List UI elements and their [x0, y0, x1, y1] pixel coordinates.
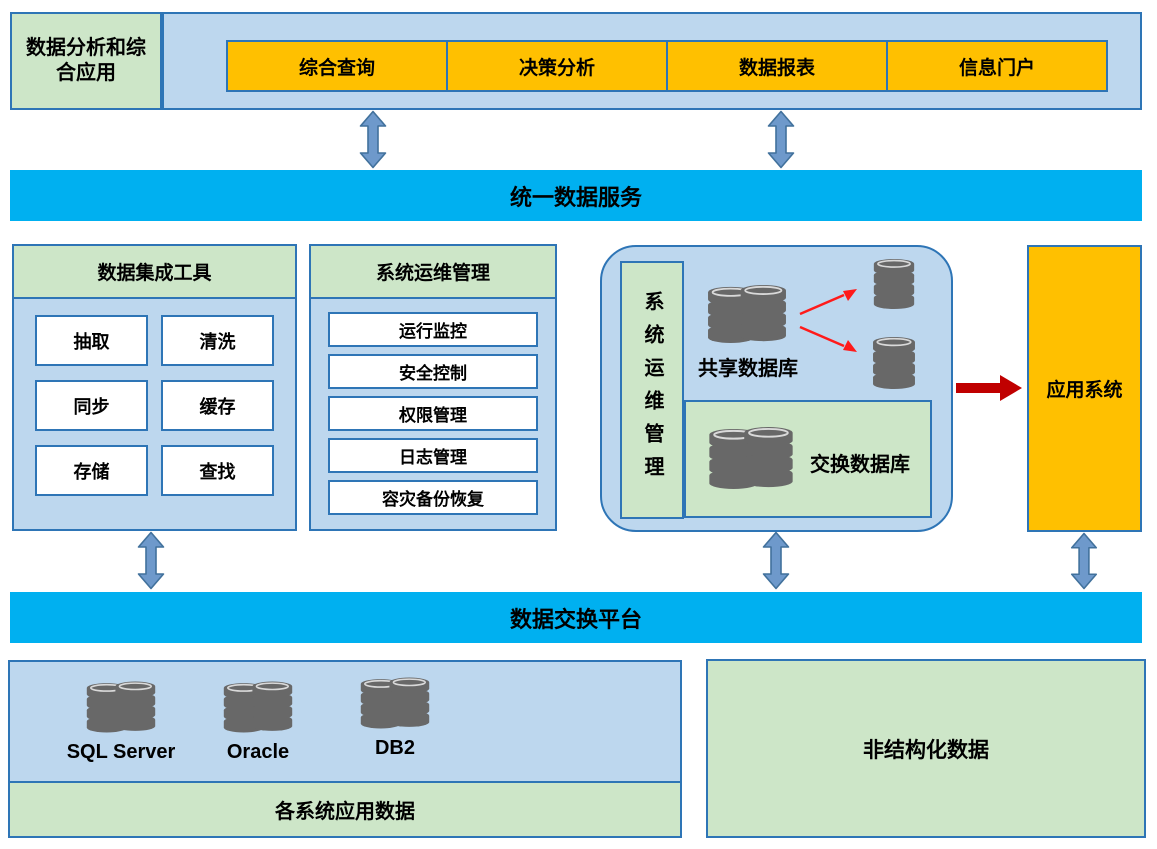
tool-item: 同步: [35, 380, 148, 431]
ops-item: 运行监控: [328, 312, 538, 347]
app-button-row: 综合查询 决策分析 数据报表 信息门户: [226, 40, 1108, 92]
analysis-title-label: 数据分析和综合应用: [26, 37, 146, 84]
source-db-group: SQL Server: [63, 678, 179, 764]
tool-item: 清洗: [161, 315, 274, 366]
exchange-database-label: 交换数据库: [810, 454, 910, 476]
ops-management-list: 运行监控 安全控制 权限管理 日志管理 容灾备份恢复: [311, 299, 555, 528]
tool-item: 抽取: [35, 315, 148, 366]
data-hub-side-bar: 系统运维管理: [620, 261, 684, 519]
unstructured-data-box: 非结构化数据: [706, 659, 1146, 838]
data-hub-side-label: 系统运维管理: [641, 291, 663, 489]
integration-tools-header: 数据集成工具: [14, 246, 295, 299]
oracle-database-icon: [223, 678, 293, 736]
analysis-apps-panel: 综合查询 决策分析 数据报表 信息门户: [162, 12, 1142, 110]
ops-item: 权限管理: [328, 396, 538, 431]
data-hub-panel: 系统运维管理 共享数据库 交换数据库: [600, 245, 953, 532]
ops-management-header: 系统运维管理: [311, 246, 555, 299]
shared-database-label: 共享数据库: [698, 358, 798, 380]
tool-item: 存储: [35, 445, 148, 496]
source-db-label: Oracle: [226, 741, 290, 763]
app-button-portal: 信息门户: [886, 40, 1108, 92]
sqlserver-database-icon: [86, 678, 156, 736]
data-exchange-platform-bar: 数据交换平台: [10, 592, 1142, 643]
tool-item: 查找: [161, 445, 274, 496]
right-arrow-icon: [956, 375, 1022, 401]
ops-item: 容灾备份恢复: [328, 480, 538, 515]
exchange-database-box: 交换数据库: [684, 400, 932, 518]
integration-tools-grid: 抽取 清洗 同步 缓存 存储 查找: [14, 299, 295, 512]
source-db-label: SQL Server: [66, 741, 176, 763]
tool-item: 缓存: [161, 380, 274, 431]
ops-management-panel: 系统运维管理 运行监控 安全控制 权限管理 日志管理 容灾备份恢复: [309, 244, 557, 531]
ops-item: 安全控制: [328, 354, 538, 389]
target-database-icon: [872, 337, 916, 389]
up-down-arrow-icon: [767, 110, 795, 169]
app-system-label: 应用系统: [1046, 380, 1123, 401]
app-button-decision: 决策分析: [446, 40, 668, 92]
shared-database-icon: [703, 285, 791, 343]
app-system-box: 应用系统: [1027, 245, 1142, 532]
unified-data-service-bar: 统一数据服务: [10, 170, 1142, 221]
source-db-group: Oracle: [200, 678, 316, 764]
app-button-report: 数据报表: [666, 40, 888, 92]
app-button-query: 综合查询: [226, 40, 448, 92]
source-db-panel: SQL Server Oracle DB2 各系统应用数据: [8, 660, 682, 838]
unified-data-service-label: 统一数据服务: [509, 184, 642, 210]
up-down-arrow-icon: [762, 531, 790, 590]
source-db-footer: 各系统应用数据: [10, 781, 680, 836]
exchange-database-icon: [706, 427, 796, 489]
up-down-arrow-icon: [359, 110, 387, 169]
unstructured-data-label: 非结构化数据: [863, 738, 989, 762]
source-db-footer-label: 各系统应用数据: [275, 801, 415, 823]
data-exchange-platform-label: 数据交换平台: [509, 606, 642, 632]
db2-database-icon: [360, 674, 430, 732]
up-down-arrow-icon: [137, 531, 165, 590]
analysis-title-box: 数据分析和综合应用: [10, 12, 162, 110]
up-down-arrow-icon: [1070, 532, 1098, 590]
source-db-group: DB2: [337, 674, 453, 760]
ops-item: 日志管理: [328, 438, 538, 473]
target-database-icon: [873, 259, 915, 309]
integration-tools-panel: 数据集成工具 抽取 清洗 同步 缓存 存储 查找: [12, 244, 297, 531]
source-db-label: DB2: [374, 737, 415, 759]
